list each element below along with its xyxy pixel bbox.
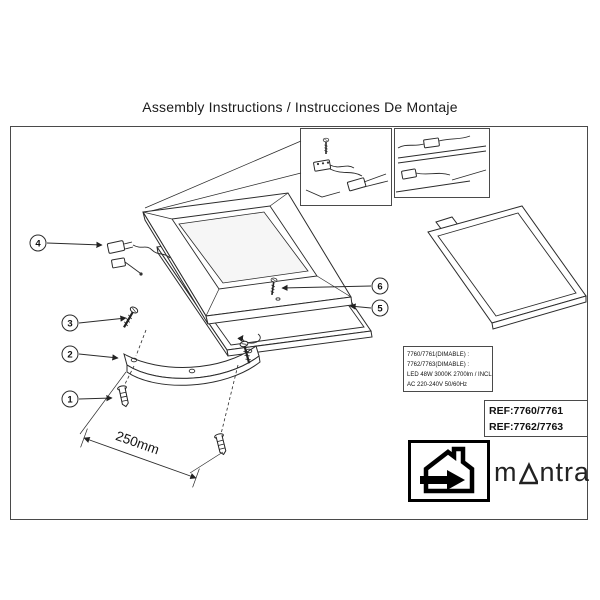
- mounting-detail-inset-box: [394, 128, 490, 198]
- spec-box: 7760/7761(DIMABLE) : 7762/7763(DIMABLE) …: [403, 346, 493, 392]
- spec-line: LED 48W 3000K 2700lm / INCL.: [407, 372, 493, 378]
- ref-line: REF:7762/7763: [489, 420, 564, 433]
- brand-suffix: ntra: [539, 457, 590, 487]
- mantra-logo-box: [408, 440, 490, 502]
- brand-house-icon: [518, 462, 539, 485]
- brand-prefix: m: [494, 457, 518, 487]
- mantra-house-logo-icon: [420, 446, 475, 494]
- ref-line: REF:7760/7761: [489, 405, 564, 417]
- main-diagram-border: [10, 126, 588, 520]
- spec-line: 7762/7763(DIMABLE) :: [407, 362, 470, 368]
- wiring-detail-inset-box: [300, 128, 392, 206]
- spec-line: AC 220-240V 50/60Hz: [407, 382, 468, 388]
- brand-wordmark: m ntra: [494, 444, 590, 486]
- page-title: Assembly Instructions / Instrucciones De…: [142, 99, 458, 115]
- ref-box: REF:7760/7761 REF:7762/7763: [484, 400, 588, 437]
- spec-line: 7760/7761(DIMABLE) :: [407, 352, 470, 358]
